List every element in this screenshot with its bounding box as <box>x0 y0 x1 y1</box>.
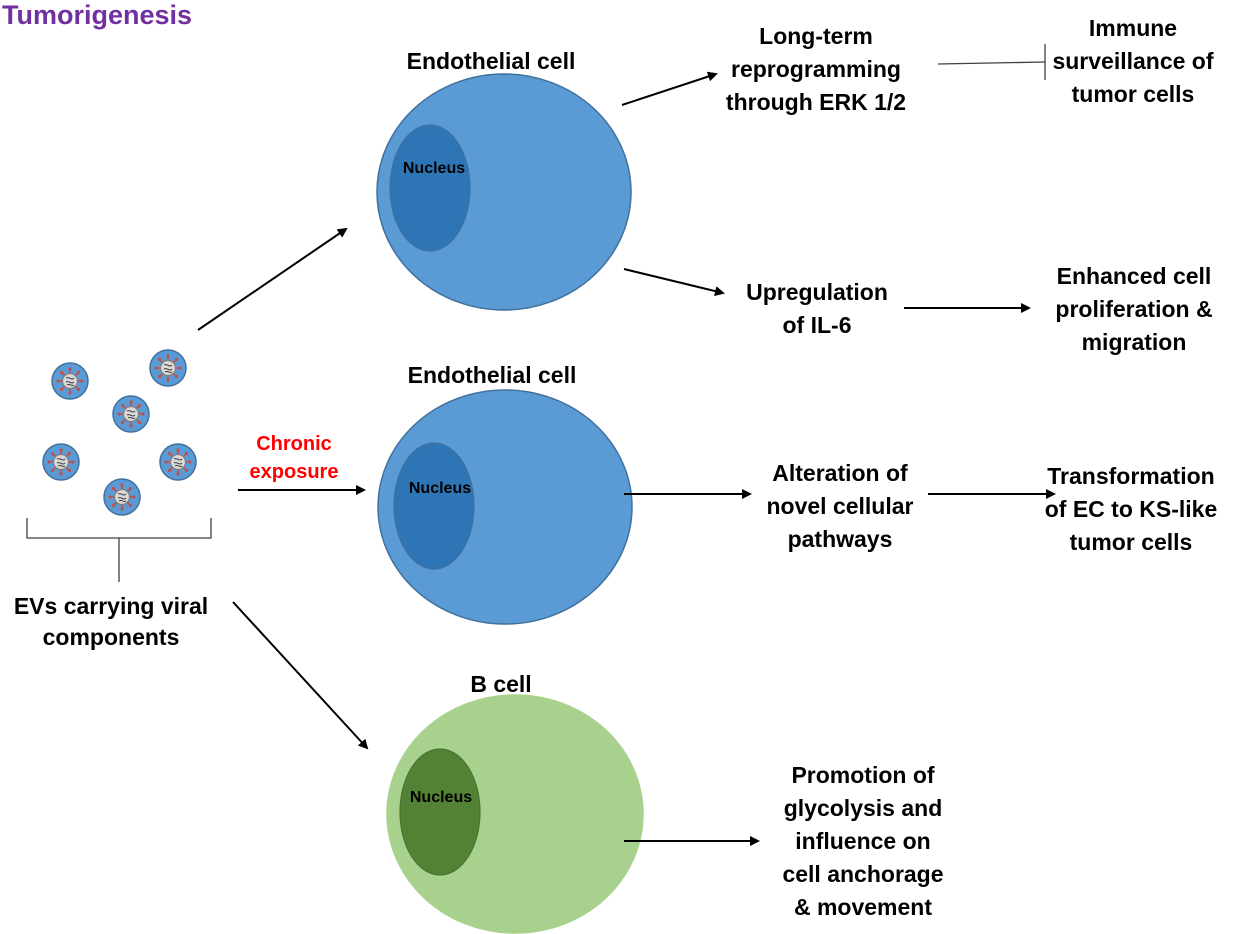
outcome-text-line: proliferation & <box>1055 296 1212 322</box>
outcome-text-line: cell anchorage <box>782 861 943 887</box>
outcome-text-line: of IL-6 <box>783 312 852 338</box>
outcome-transformation: Transformation of EC to KS-like tumor ce… <box>1045 463 1218 555</box>
inhibition-line <box>937 61 1046 65</box>
endothelial-top-nucleus <box>389 124 471 252</box>
outcome-proliferation: Enhanced cell proliferation & migration <box>1055 263 1212 355</box>
outcome-il6: Upregulation of IL-6 <box>746 279 888 338</box>
outcome-text-line: influence on <box>795 828 930 854</box>
outcome-text-line: Promotion of <box>791 762 934 788</box>
outcome-text-line: tumor cells <box>1072 81 1195 107</box>
exposure-label-line2: exposure <box>250 461 339 483</box>
ev-bracket <box>26 518 212 582</box>
exposure-label-line1: Chronic <box>256 433 332 455</box>
outcome-text-line: tumor cells <box>1070 529 1193 555</box>
outcome-text-line: & movement <box>794 894 932 920</box>
endothelial-mid-nucleus-label: Nucleus <box>409 480 471 497</box>
endothelial-mid-nucleus <box>393 442 475 570</box>
outcome-text-line: of EC to KS-like <box>1045 496 1218 522</box>
outcome-text-line: reprogramming <box>731 56 901 82</box>
outcome-text-line: novel cellular <box>766 493 913 519</box>
outcome-text-line: pathways <box>788 526 893 552</box>
endothelial-mid-label: Endothelial cell <box>408 362 577 388</box>
outcome-text-line: Upregulation <box>746 279 888 305</box>
ev-cluster <box>42 349 197 516</box>
endothelial-top-label: Endothelial cell <box>407 48 576 74</box>
ev-particle <box>51 362 89 400</box>
outcome-text-line: Transformation <box>1047 463 1214 489</box>
arrow-to-reprogramming <box>621 71 718 106</box>
outcome-glycolysis: Promotion of glycolysis and influence on… <box>782 762 943 920</box>
ev-particle <box>42 443 80 481</box>
outcome-text-line: Long-term <box>759 23 873 49</box>
outcome-text-line: through ERK 1/2 <box>726 89 906 115</box>
outcome-text-line: migration <box>1082 329 1187 355</box>
arrow-ev-to-b-cell <box>232 601 369 750</box>
outcome-text-line: Enhanced cell <box>1057 263 1212 289</box>
outcome-text-line: Alteration of <box>772 460 908 486</box>
outcome-text-line: glycolysis and <box>784 795 943 821</box>
b-cell-label: B cell <box>470 671 531 697</box>
ev-particle <box>103 478 141 516</box>
ev-particle <box>149 349 187 387</box>
ev-particle <box>159 443 197 481</box>
outcome-immune: Immune surveillance of tumor cells <box>1052 15 1213 107</box>
arrow-ev-to-endothelial-top <box>197 227 348 331</box>
outcome-text-line: Immune <box>1089 15 1177 41</box>
ev-label-line2: components <box>43 624 180 650</box>
outcome-reprogramming: Long-term reprogramming through ERK 1/2 <box>726 23 906 115</box>
ev-label-line1: EVs carrying viral <box>14 593 208 619</box>
page-title: Tumorigenesis <box>2 0 192 30</box>
endothelial-top-nucleus-label: Nucleus <box>403 160 465 177</box>
outcome-text-line: surveillance of <box>1052 48 1213 74</box>
arrow-to-il6 <box>623 268 725 296</box>
b-cell-nucleus <box>399 748 481 876</box>
outcome-alteration: Alteration of novel cellular pathways <box>766 460 913 552</box>
b-cell-nucleus-label: Nucleus <box>410 789 472 806</box>
ev-particle <box>112 395 150 433</box>
